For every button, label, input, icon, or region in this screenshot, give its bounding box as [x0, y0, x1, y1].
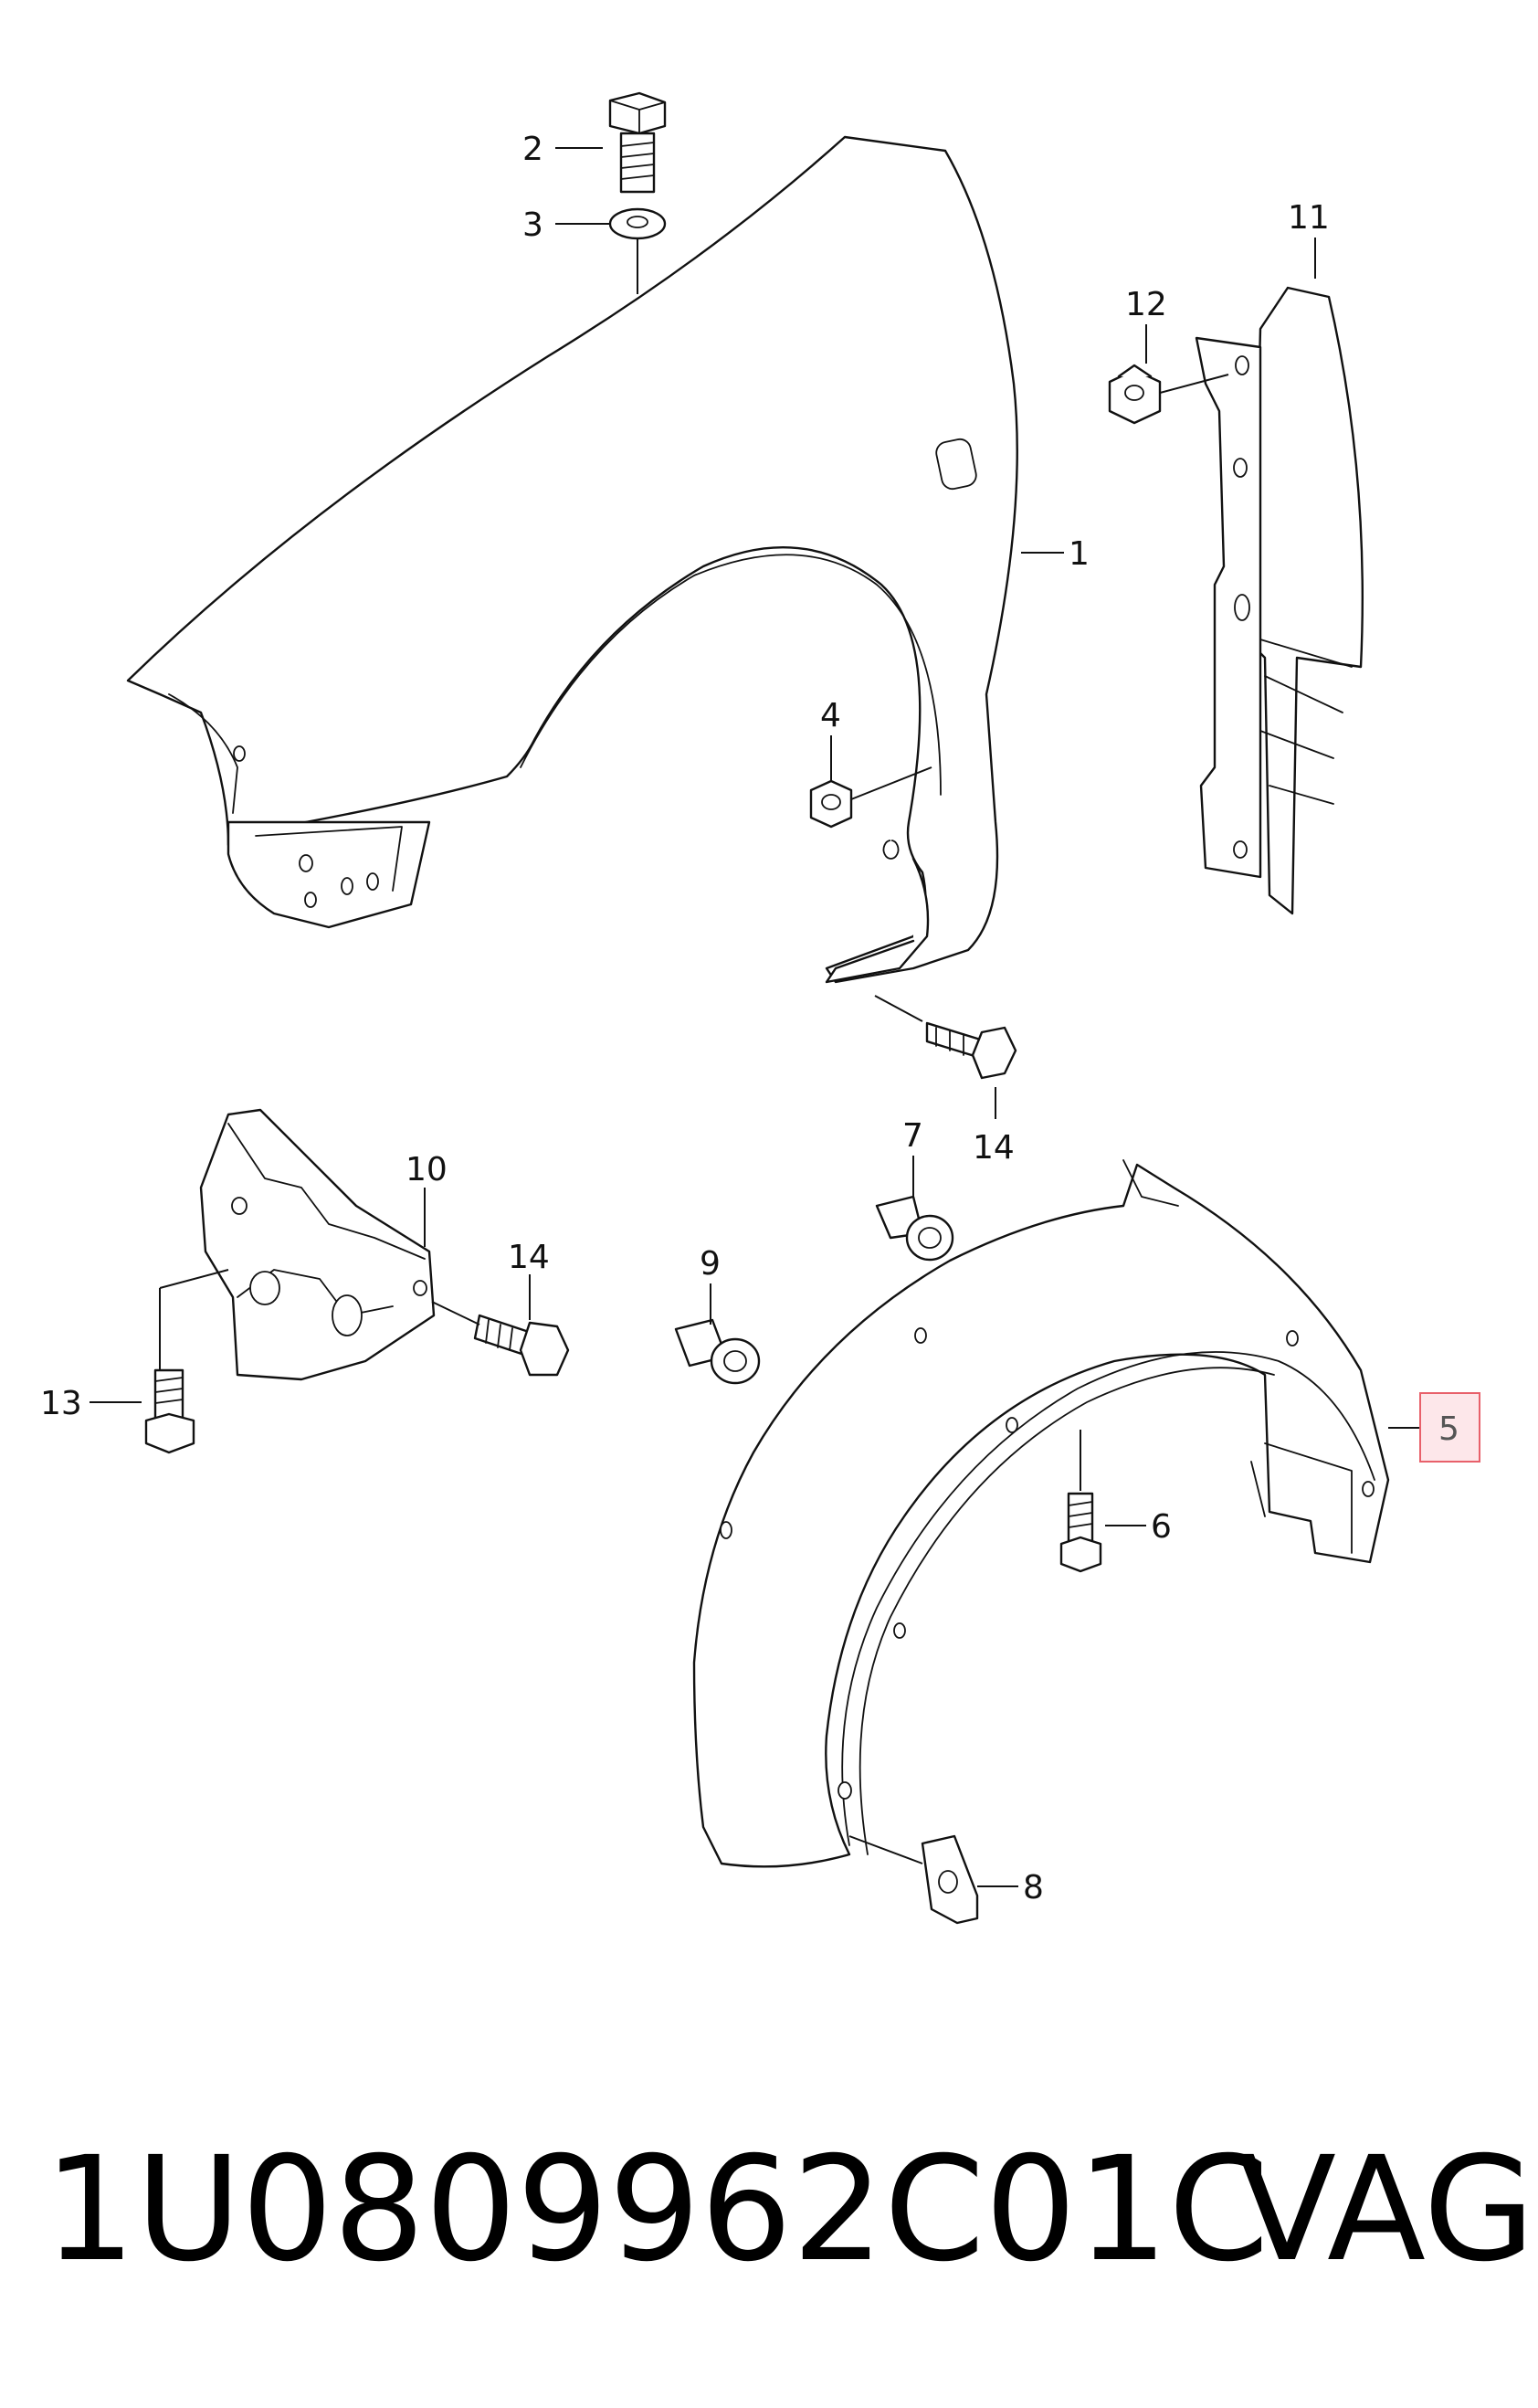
callout-2: 2 — [522, 131, 543, 168]
callout-5-highlight — [1419, 1392, 1480, 1463]
nut-part-4 — [809, 779, 853, 829]
callout-3: 3 — [522, 206, 543, 244]
callout-14-upper: 14 — [973, 1129, 1015, 1167]
callout-14-lower: 14 — [508, 1239, 550, 1276]
trim-part-11 — [1195, 286, 1364, 915]
washer-part-3 — [608, 207, 667, 294]
callout-5: 5 — [1438, 1410, 1459, 1448]
callout-8: 8 — [1023, 1869, 1044, 1906]
callout-9: 9 — [700, 1245, 721, 1283]
callout-12: 12 — [1125, 286, 1167, 323]
brand-label: VAG — [1238, 2126, 1535, 2294]
bolt-part-13 — [144, 1368, 195, 1454]
leader-lines — [90, 147, 1420, 1887]
callout-10: 10 — [406, 1151, 448, 1188]
clip-part-9 — [674, 1318, 761, 1385]
callout-7: 7 — [902, 1117, 923, 1155]
bolt-part-14-upper — [925, 1021, 1017, 1080]
callout-1: 1 — [1069, 535, 1090, 573]
fender-part-1 — [126, 135, 1018, 984]
clip-part-7 — [875, 1195, 954, 1262]
wheel-arch-liner-part-5 — [692, 1159, 1390, 1868]
bolt-part-14-lower — [473, 1314, 570, 1377]
clip-part-8 — [921, 1834, 979, 1925]
callout-numbers: 2 3 1 4 14 11 12 10 13 14 7 9 6 8 5 — [40, 131, 1459, 1906]
callout-13: 13 — [40, 1385, 82, 1422]
callout-6: 6 — [1151, 1508, 1172, 1546]
nut-part-12 — [1108, 364, 1162, 425]
callout-4: 4 — [820, 697, 841, 734]
part-number-label: 1U0809962C01C — [44, 2126, 1269, 2294]
bolt-part-2 — [608, 91, 667, 194]
callout-11: 11 — [1288, 199, 1330, 237]
screw-part-6 — [1059, 1492, 1102, 1573]
bracket-part-10 — [199, 1108, 436, 1381]
